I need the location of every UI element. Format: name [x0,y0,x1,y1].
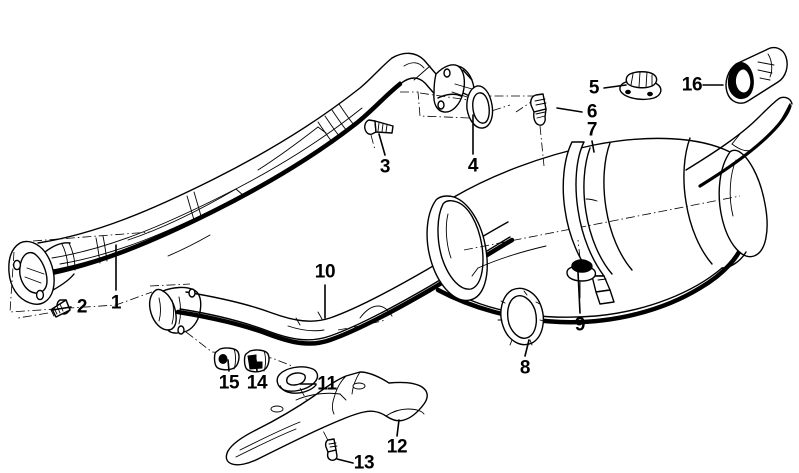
part-clamp-bolt-muffler [530,93,547,167]
callout-label-2: 2 [76,296,88,318]
callout-label-12: 12 [386,436,408,458]
callout-label-3: 3 [379,156,391,178]
part-tailpipe-trim-sleeve [725,46,788,104]
part-clamp-bolt-upper [364,119,394,151]
callout-label-5: 5 [588,77,600,99]
part-flange-nut [619,71,662,101]
callout-label-6: 6 [586,101,598,123]
callout-label-7: 7 [586,119,598,141]
callout-leader-lines [51,84,724,464]
part-heat-shield-screw [324,438,338,461]
callout-label-16: 16 [681,74,703,96]
part-front-exhaust-pipe [8,52,439,313]
part-rubber-mount-left [213,347,240,371]
front-pipe-flange [8,240,76,305]
tailpipe [685,96,793,188]
callout-label-8: 8 [519,357,531,379]
part-self-locking-nut [566,239,597,299]
callout-label-14: 14 [246,372,268,394]
callout-label-9: 9 [574,314,586,336]
callout-label-4: 4 [467,155,479,177]
part-sealing-ring-front [466,85,494,129]
callout-label-15: 15 [218,372,240,394]
part-muffler-clamp-band [562,141,615,305]
callout-label-13: 13 [353,452,375,473]
callout-label-1: 1 [110,292,122,314]
rear-pipe-flange [148,286,202,335]
part-heat-shield [225,371,428,466]
callout-label-11: 11 [317,373,337,395]
callout-label-10: 10 [314,261,336,283]
part-sealing-ring-rear [497,287,545,346]
